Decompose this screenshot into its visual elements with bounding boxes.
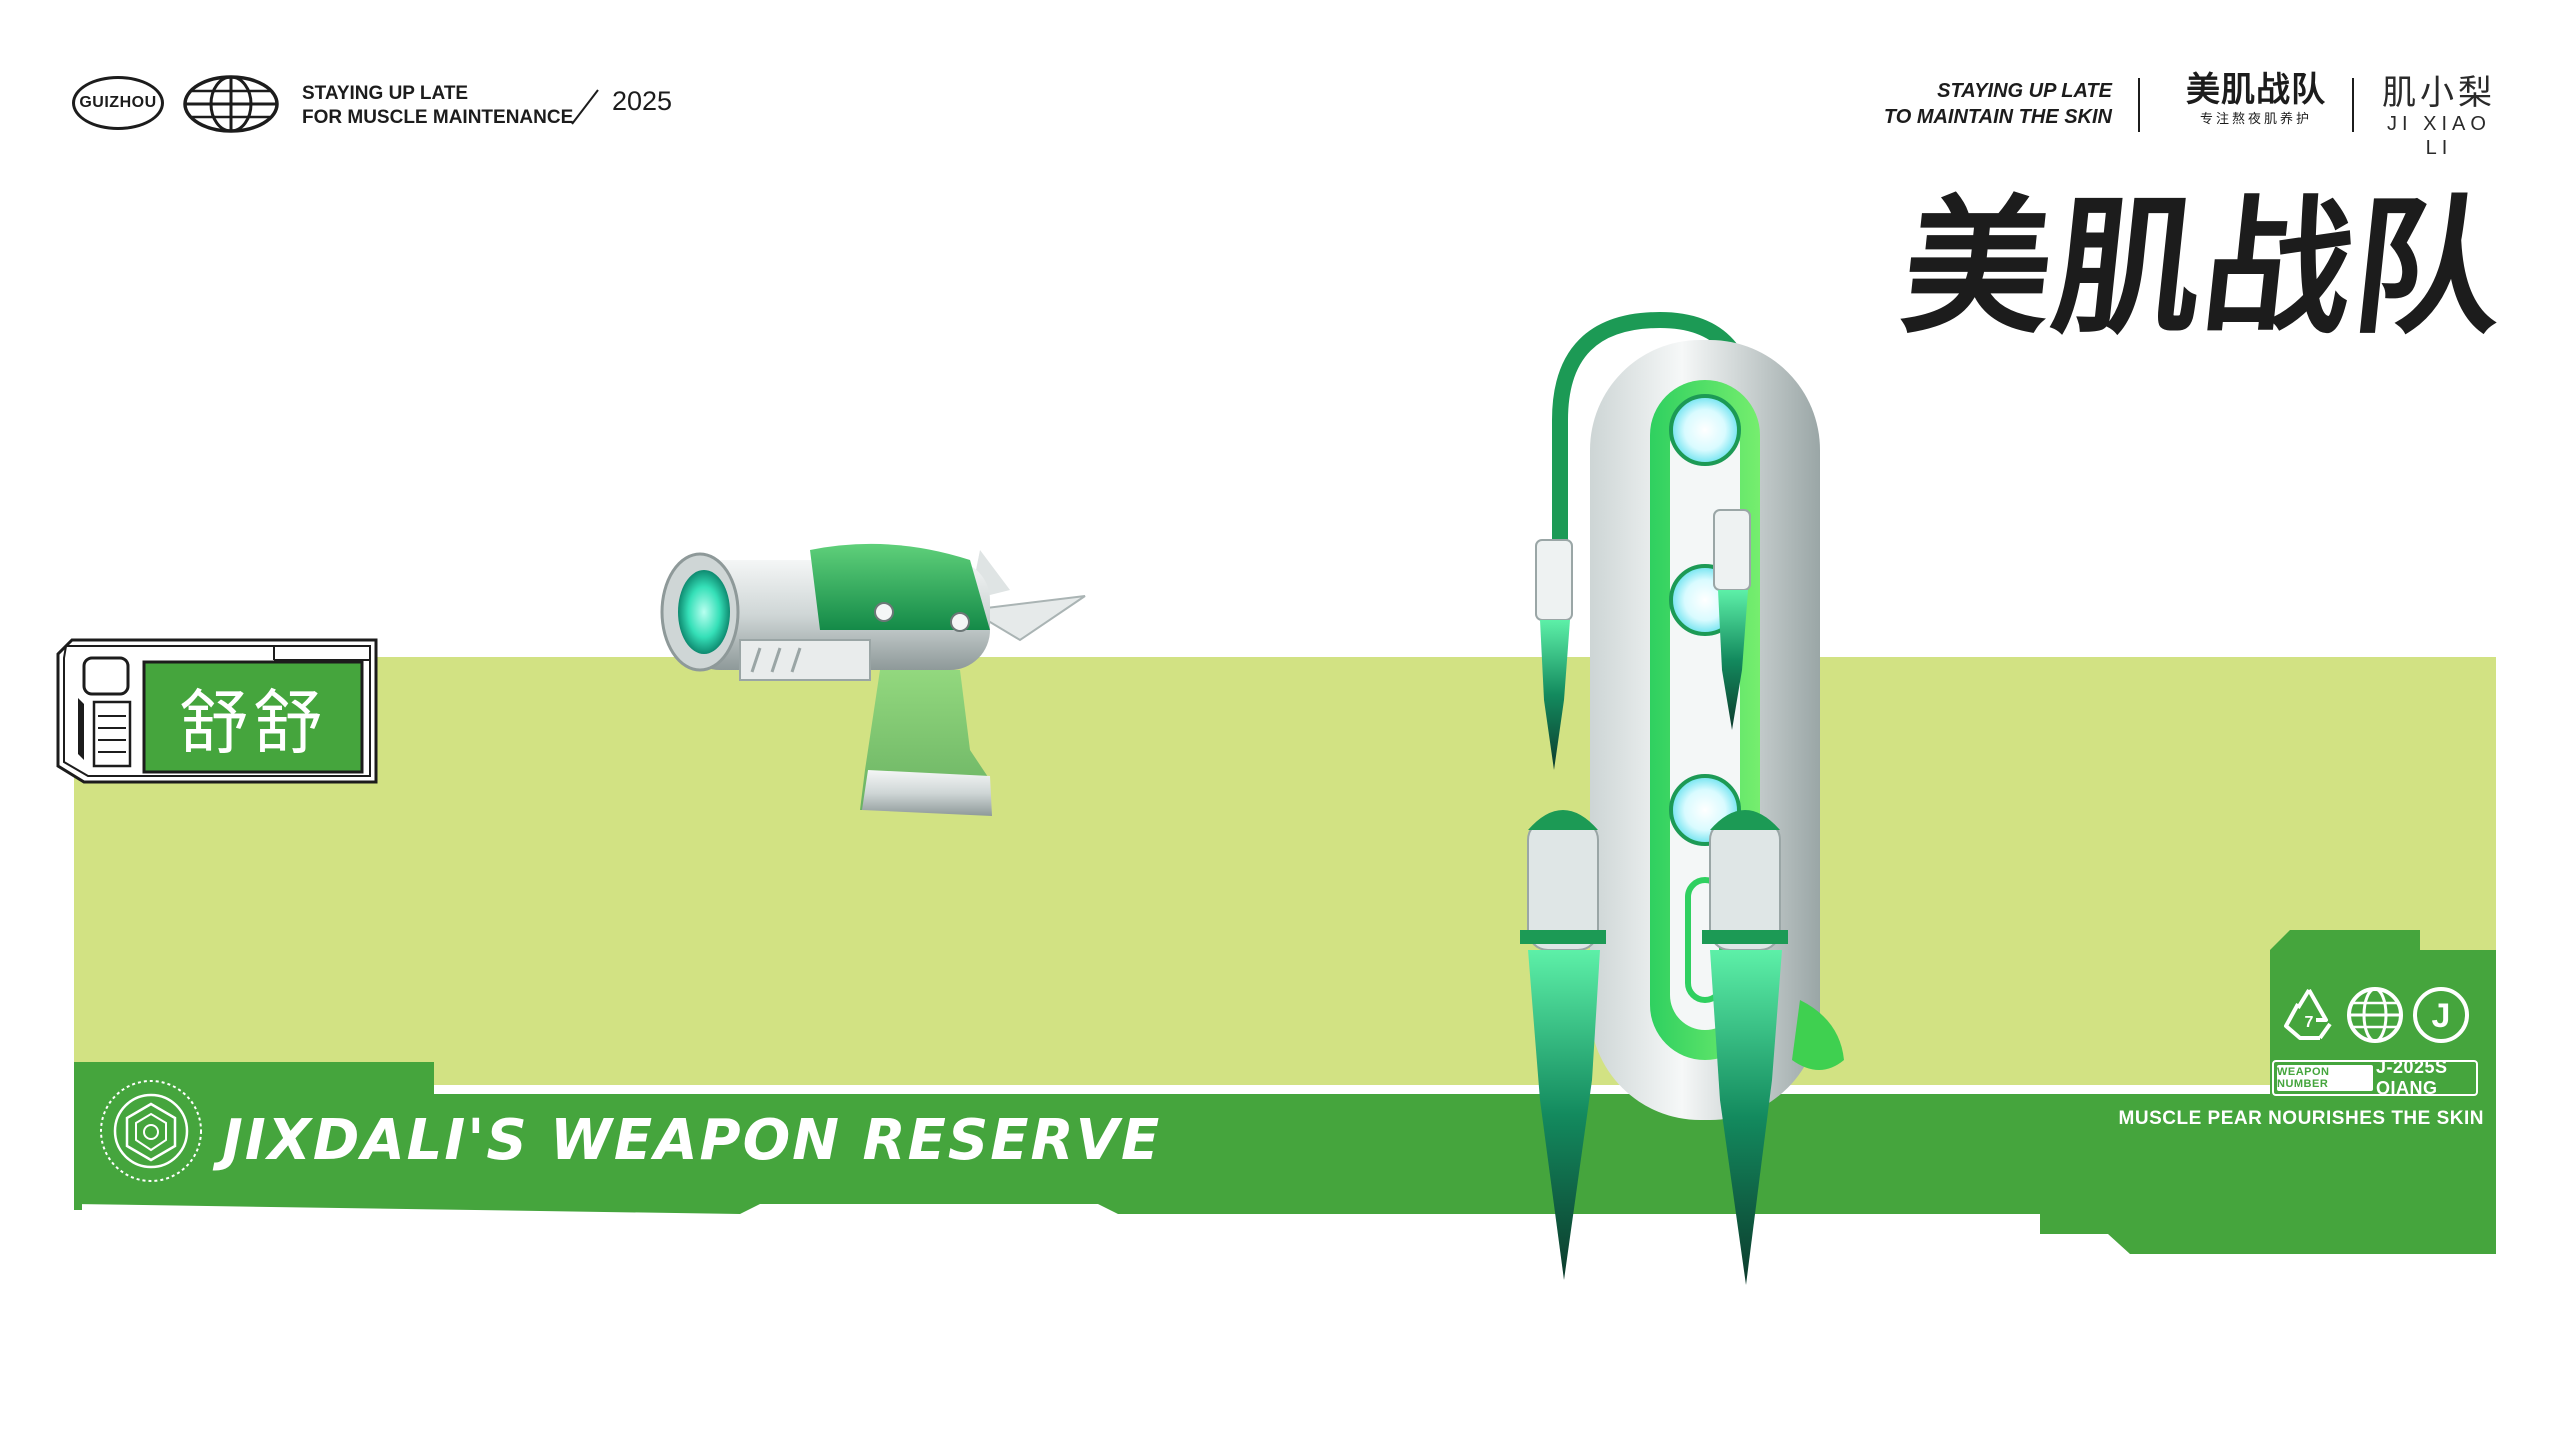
tagline-left-line1: STAYING UP LATE [302, 83, 469, 104]
tagline-left-line2: FOR MUSCLE MAINTENANCE [302, 107, 574, 128]
guizhou-badge: GUIZHOU [72, 76, 164, 130]
globe-icon [183, 75, 279, 133]
tagline-right-line1: STAYING UP LATE [1937, 80, 2112, 102]
tagline-left: STAYING UP LATE FOR MUSCLE MAINTENANCE [302, 82, 573, 130]
j-letter: J [2432, 997, 2451, 1035]
slash-divider [571, 89, 599, 125]
guizhou-badge-text: GUIZHOU [79, 94, 157, 111]
tagline-right-line2: TO MAINTAIN THE SKIN [1883, 106, 2112, 128]
brand-logo-small: 美肌战队 专注熬夜肌养护 [2172, 70, 2340, 128]
tagline-right: STAYING UP LATE TO MAINTAIN THE SKIN [1884, 78, 2112, 130]
weapon-number-label: WEAPON NUMBER [2277, 1065, 2373, 1091]
brand-logo-small-sub: 专注熬夜肌养护 [2199, 111, 2312, 126]
panel-slogan: MUSCLE PEAR NOURISHES THE SKIN [2118, 1108, 2484, 1129]
name-tag-frame [56, 638, 378, 784]
jixiaoli-logo: 肌小梨 JI XIAO LI [2374, 74, 2504, 160]
name-tag-label: 舒舒 [179, 681, 327, 764]
svg-text:7: 7 [2305, 1014, 2314, 1031]
gun-illustration [660, 543, 1086, 816]
recycle-icon: 7 [2284, 988, 2332, 1040]
light-green-band [74, 657, 2496, 1085]
j-circle-icon: J [2413, 987, 2469, 1043]
reserve-title: JIXDALI'S WEAPON RESERVE [222, 1108, 1162, 1173]
weapon-number-box: WEAPON NUMBER J-2025S QIANG [2272, 1060, 2478, 1096]
header-divider [2352, 78, 2354, 132]
jixiaoli-logo-pinyin: JI XIAO LI [2387, 113, 2491, 159]
jixiaoli-logo-text: 肌小梨 [2382, 74, 2496, 112]
headline: 美肌战队 [1894, 182, 2514, 354]
year-label: 2025 [612, 86, 673, 116]
header-divider [2138, 78, 2140, 132]
weapon-number-value: J-2025S QIANG [2376, 1060, 2448, 1096]
globe-icon [2347, 987, 2403, 1043]
jetpack-illustration [1520, 311, 1844, 1285]
seal-emblem [100, 1080, 202, 1182]
brand-logo-small-text: 美肌战队 [2186, 71, 2326, 109]
